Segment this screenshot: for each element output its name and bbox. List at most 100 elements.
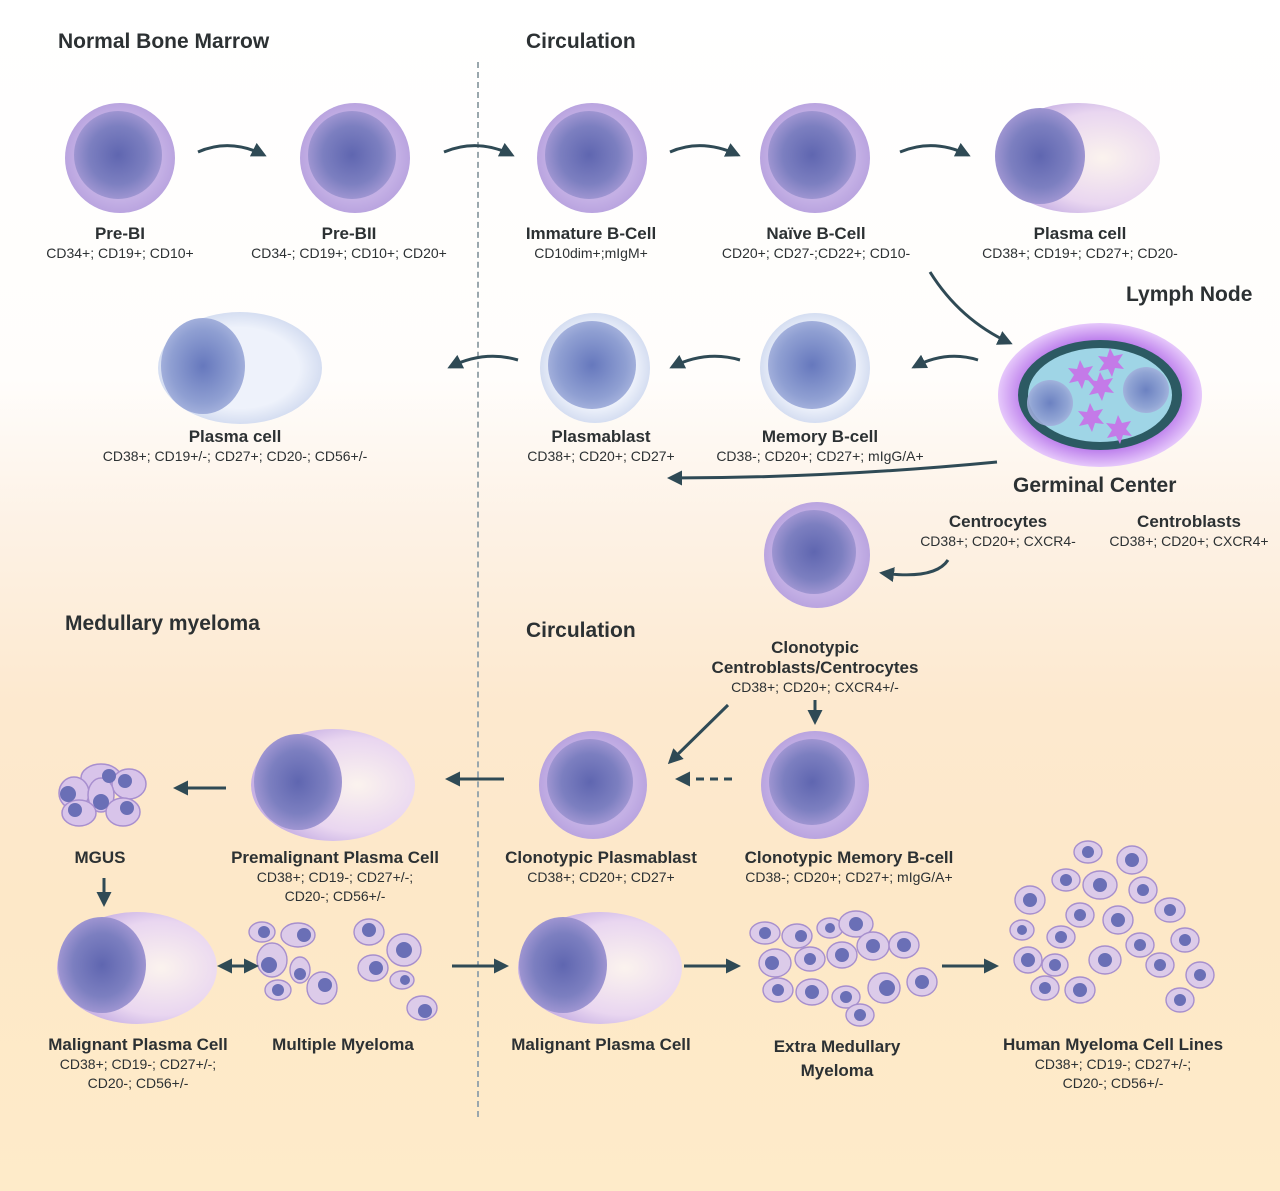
- cell-markers: CD10dim+;mIgM+: [534, 245, 648, 261]
- label-pre-bi: Pre-BI CD34+; CD19+; CD10+: [46, 224, 193, 263]
- cell-name-line-1: Clonotypic: [771, 638, 859, 657]
- cell-immature-b: [537, 103, 647, 213]
- small-myeloma-nucleus: [396, 942, 412, 958]
- cell-markers: CD38-; CD20+; CD27+; mIgG/A+: [745, 869, 953, 885]
- cell-markers-line-2: CD20-; CD56+/-: [1062, 1075, 1164, 1091]
- cell-markers-line-2: CD20-; CD56+/-: [87, 1075, 189, 1091]
- cell-plasma-circulation: [995, 103, 1160, 213]
- label-clonotypic-plasmablast: Clonotypic Plasmablast CD38+; CD20+; CD2…: [505, 848, 697, 887]
- cell-name: Immature B-Cell: [525, 224, 657, 243]
- cell-clonotypic-memory-b: [761, 731, 869, 839]
- cell-name: Malignant Plasma Cell: [48, 1035, 228, 1054]
- cell-markers: CD38+; CD20+; CXCR4+/-: [731, 679, 899, 695]
- cell-name: MGUS: [74, 848, 126, 867]
- cell-markers-line-1: CD38+; CD19-; CD27+/-;: [59, 1056, 217, 1072]
- cell-plasmablast: [540, 313, 650, 423]
- cell-name: Clonotypic Memory B-cell: [744, 848, 954, 867]
- small-myeloma-nucleus: [1134, 939, 1146, 951]
- cell-name: Pre-BII: [321, 224, 377, 243]
- small-myeloma-nucleus: [418, 1004, 432, 1018]
- cell-mgus-cluster: [58, 763, 147, 827]
- cell-markers: CD38-; CD20+; CD27+; mIgG/A+: [716, 448, 924, 464]
- small-myeloma-nucleus: [1023, 893, 1037, 907]
- arrow-gc-to-plasmablast: [667, 460, 998, 486]
- arrow-prebii-to-immature: [443, 142, 515, 157]
- label-extra-medullary-myeloma: Extra Medullary Myeloma: [774, 1035, 901, 1083]
- cell-markers-line-1: CD38+; CD19-; CD27+/-;: [256, 869, 414, 885]
- small-myeloma-nucleus: [759, 927, 771, 939]
- arrow-clonotypic-to-plasmablast: [667, 703, 730, 765]
- section-title-germinal-center: Germinal Center: [1013, 474, 1177, 497]
- cell-markers: CD34-; CD19+; CD10+; CD20+: [251, 245, 447, 261]
- arrow-centrocytes-to-cell: [879, 559, 950, 583]
- label-clonotypic-memory-b: Clonotypic Memory B-cell CD38-; CD20+; C…: [745, 848, 954, 887]
- cell-name: Clonotypic Plasmablast: [505, 848, 697, 867]
- cell-cluster-extra-medullary-myeloma: [749, 910, 938, 1027]
- small-myeloma-nucleus: [1060, 874, 1072, 886]
- cell-pre-bii: [300, 103, 410, 213]
- cell-name: Premalignant Plasma Cell: [231, 848, 439, 867]
- cell-name: Plasma cell: [188, 427, 282, 446]
- cell-markers: CD38+; CD19+/-; CD27+; CD20-; CD56+/-: [102, 448, 368, 464]
- arrow-memory-to-plasmablast: [669, 354, 741, 369]
- arrow-plasmablast-to-plasma-bm: [447, 354, 519, 369]
- label-plasma-circulation: Plasma cell CD38+; CD19+; CD27+; CD20-: [982, 224, 1178, 263]
- cell-name: Pre-BI: [94, 224, 146, 243]
- small-myeloma-nucleus: [1049, 959, 1061, 971]
- small-myeloma-nucleus: [1111, 913, 1125, 927]
- small-myeloma-nucleus: [1125, 853, 1139, 867]
- small-myeloma-nucleus: [1164, 904, 1176, 916]
- cell-clonotypic-plasmablast: [539, 731, 647, 839]
- cell-centrocyte-output: [764, 502, 870, 608]
- small-myeloma-nucleus: [1039, 982, 1051, 994]
- cell-markers: CD38+; CD20+; CXCR4+: [1109, 533, 1269, 549]
- small-myeloma-nucleus: [272, 984, 284, 996]
- small-myeloma-nucleus: [1021, 953, 1035, 967]
- cell-malignant-plasma-bone-marrow: [57, 912, 217, 1024]
- arrow-gc-to-memory: [911, 354, 979, 369]
- label-clonotypic-centroblasts-centrocytes: Clonotypic Centroblasts/Centrocytes CD38…: [712, 638, 919, 697]
- small-myeloma-nucleus: [1174, 994, 1186, 1006]
- label-plasmablast: Plasmablast CD38+; CD20+; CD27+: [527, 427, 674, 466]
- arrow-naive-to-germinal-center: [928, 271, 1013, 345]
- cell-name: Memory B-cell: [761, 427, 879, 446]
- small-myeloma-nucleus: [879, 980, 895, 996]
- arrow-immature-to-naive: [669, 143, 741, 157]
- small-myeloma-nucleus: [849, 917, 863, 931]
- cell-plasma-bone-marrow: [158, 312, 322, 424]
- small-myeloma-nucleus: [1074, 909, 1086, 921]
- cell-markers: CD38+; CD20+; CXCR4-: [920, 533, 1076, 549]
- label-mgus: MGUS: [75, 848, 126, 868]
- cell-markers: CD38+; CD20+; CD27+: [527, 448, 675, 464]
- cell-name: Naïve B-Cell: [766, 224, 866, 243]
- label-premalignant-plasma: Premalignant Plasma Cell CD38+; CD19-; C…: [231, 848, 439, 906]
- small-myeloma-nucleus: [294, 968, 306, 980]
- label-immature-b: Immature B-Cell CD10dim+;mIgM+: [526, 224, 656, 263]
- cell-name: Plasmablast: [551, 427, 651, 446]
- cell-markers: CD34+; CD19+; CD10+: [46, 245, 194, 261]
- small-myeloma-nucleus: [825, 923, 835, 933]
- cell-name: Centrocytes: [948, 512, 1048, 531]
- label-centroblasts: Centroblasts CD38+; CD20+; CXCR4+: [1109, 512, 1268, 551]
- label-malignant-plasma-bone-marrow: Malignant Plasma Cell CD38+; CD19-; CD27…: [48, 1035, 228, 1093]
- cell-markers-line-1: CD38+; CD19-; CD27+/-;: [1034, 1056, 1192, 1072]
- label-multiple-myeloma: Multiple Myeloma: [272, 1035, 414, 1055]
- arrow-naive-to-plasma: [899, 142, 971, 157]
- small-myeloma-nucleus: [400, 975, 410, 985]
- small-myeloma-nucleus: [362, 923, 376, 937]
- small-myeloma-nucleus: [1073, 983, 1087, 997]
- cell-name: Multiple Myeloma: [272, 1035, 414, 1054]
- cell-name-line-2: Centroblasts/Centrocytes: [711, 658, 919, 677]
- small-myeloma-nucleus: [840, 991, 852, 1003]
- label-memory-b: Memory B-cell CD38-; CD20+; CD27+; mIgG/…: [716, 427, 923, 466]
- small-myeloma-nucleus: [369, 961, 383, 975]
- small-myeloma-nucleus: [1055, 931, 1067, 943]
- small-myeloma-nucleus: [1017, 925, 1027, 935]
- cell-name: Plasma cell: [1033, 224, 1127, 243]
- small-myeloma-nucleus: [1093, 878, 1107, 892]
- cell-markers: CD38+; CD20+; CD27+: [527, 869, 675, 885]
- cell-name-line-1: Extra Medullary: [773, 1037, 901, 1056]
- cell-malignant-plasma-circulation: [518, 912, 682, 1024]
- label-plasma-bone-marrow: Plasma cell CD38+; CD19+/-; CD27+; CD20-…: [103, 427, 368, 466]
- cell-cluster-multiple-myeloma: [248, 918, 438, 1021]
